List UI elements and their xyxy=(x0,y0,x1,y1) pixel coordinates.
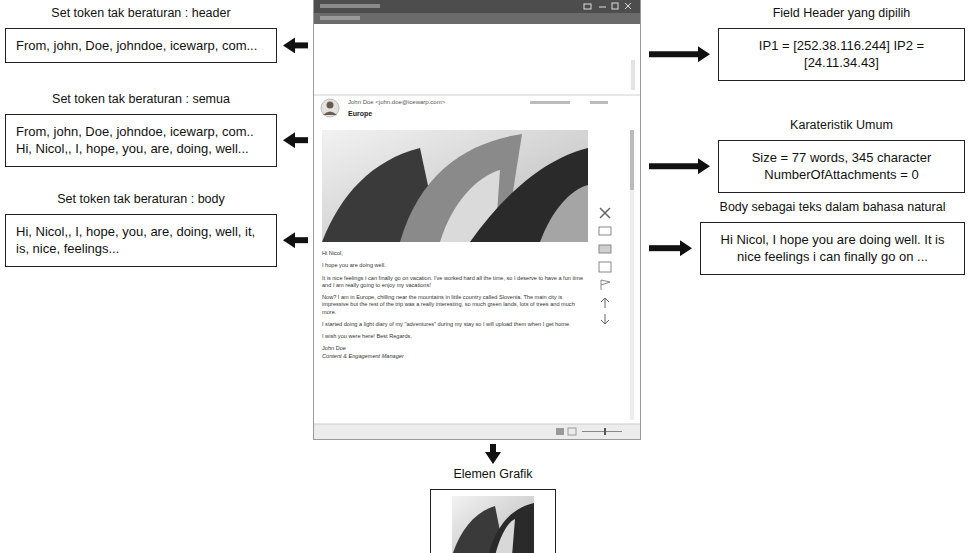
email-text: I hope you are doing well. xyxy=(322,262,590,269)
block-arrow xyxy=(490,444,496,452)
header-field-box: Field Header yang dipilihIP1 = [252.38.1… xyxy=(718,6,965,81)
photo-shape xyxy=(488,503,534,553)
email-text: John Doe <john.doe@icewarp.com> xyxy=(348,99,445,105)
toolbar-icon xyxy=(599,245,611,253)
ribbon-bar xyxy=(314,13,640,24)
scrollbar xyxy=(631,60,635,90)
photo-shape xyxy=(470,148,588,242)
date-placeholder xyxy=(590,101,608,104)
email-text: I wish you were here! Best Regards, xyxy=(322,333,590,340)
ribbon-placeholder xyxy=(320,16,360,20)
box-text: Hi Nicol, I hope you are doing well. It … xyxy=(711,231,954,266)
box-frame: Size = 77 words, 345 character NumberOfA… xyxy=(718,140,965,193)
box-frame: From, john, Doe, johndoe, icewarp, com..… xyxy=(5,114,277,167)
email-window: Hi Nicol, I hope you are doing well. It is… xyxy=(313,0,641,440)
box-text: IP1 = [252.38.116.244] IP2 = [24.11.34.4… xyxy=(757,37,927,72)
box-heading: Field Header yang dipilih xyxy=(718,6,965,22)
view-icon xyxy=(556,428,564,435)
box-frame: IP1 = [252.38.116.244] IP2 = [24.11.34.4… xyxy=(718,28,965,81)
block-arrow xyxy=(649,163,698,169)
block-arrow xyxy=(649,51,698,57)
status-separator xyxy=(314,424,640,425)
box-heading: Elemen Grafik xyxy=(430,467,556,483)
box-heading: Body sebagai teks dalam bahasa natural xyxy=(700,200,965,216)
zoom-slider xyxy=(582,431,622,432)
email-text: It is nice feelings I can finally go on … xyxy=(322,275,590,290)
graphic-thumbnail xyxy=(452,496,534,553)
scrollbar xyxy=(630,130,634,420)
mail-window xyxy=(314,1,641,440)
photo xyxy=(322,130,588,242)
recipient-placeholder xyxy=(530,101,570,104)
title-placeholder xyxy=(320,4,380,8)
toolbar-icon xyxy=(599,262,611,272)
down-arrow-icon xyxy=(601,314,609,324)
box-frame xyxy=(430,489,556,553)
email-text: Europe xyxy=(348,110,372,117)
box-heading: Set token tak beraturan : semua xyxy=(5,92,277,108)
box-heading: Set token tak beraturan : header xyxy=(5,6,277,22)
token-box: Set token tak beraturan : bodyHi, Nicol,… xyxy=(5,192,277,267)
box-text: Size = 77 words, 345 character NumberOfA… xyxy=(734,149,949,184)
box-heading: Karateristik Umum xyxy=(718,118,965,134)
email-text: Hi Nicol, xyxy=(322,250,590,257)
box-heading: Set token tak beraturan : body xyxy=(5,192,277,208)
avatar xyxy=(321,99,339,117)
view-icon xyxy=(568,428,576,435)
photo-shape xyxy=(495,519,515,553)
window-control xyxy=(612,3,618,9)
avatar-body xyxy=(323,112,337,116)
box-text: From, john, Doe, johndoe, icewarp, com..… xyxy=(16,123,266,158)
email-text: Now? I am in Europe, chilling near the m… xyxy=(322,294,590,316)
token-box: Set token tak beraturan : semuaFrom, joh… xyxy=(5,92,277,167)
window-control xyxy=(584,4,591,9)
window-control xyxy=(599,7,606,8)
graphic-box: Elemen Grafik xyxy=(430,467,556,553)
token-box: Set token tak beraturan : headerFrom, jo… xyxy=(5,6,277,63)
message-body: Hi Nicol, I hope you are doing well. It is… xyxy=(322,250,590,360)
box-frame: Hi Nicol, I hope you are doing well. It … xyxy=(700,222,965,275)
scroll-thumb xyxy=(630,130,634,190)
close-icon xyxy=(600,208,610,218)
status-bar xyxy=(314,424,640,439)
block-arrow xyxy=(649,245,680,251)
box-frame: Hi, Nicol,, I, hope, you, are, doing, we… xyxy=(5,214,277,267)
block-arrow xyxy=(295,42,308,48)
toolbar-icon xyxy=(599,227,611,235)
avatar-head xyxy=(327,102,334,109)
up-arrow-icon xyxy=(601,298,609,308)
feature-box: Karateristik UmumSize = 77 words, 345 ch… xyxy=(718,118,965,193)
separator xyxy=(314,95,640,96)
email-text: I started doing a light diary of my "adv… xyxy=(322,321,590,328)
block-arrow xyxy=(295,137,308,143)
photo-shape xyxy=(540,185,588,242)
email-text: John Doe xyxy=(322,345,590,352)
flag-icon xyxy=(601,280,610,290)
zoom-thumb xyxy=(604,428,606,435)
natural-text-box: Body sebagai teks dalam bahasa naturalHi… xyxy=(700,200,965,275)
box-text: Hi, Nicol,, I, hope, you, are, doing, we… xyxy=(16,223,266,258)
box-frame: From, john, Doe, johndoe, icewarp, com..… xyxy=(5,28,277,64)
window-control xyxy=(625,3,631,9)
email-text: Content & Engagement Manager xyxy=(322,353,590,360)
box-text: From, john, Doe, johndoe, icewarp, com..… xyxy=(16,37,266,55)
block-arrow xyxy=(295,237,308,243)
title-bar xyxy=(314,0,640,13)
